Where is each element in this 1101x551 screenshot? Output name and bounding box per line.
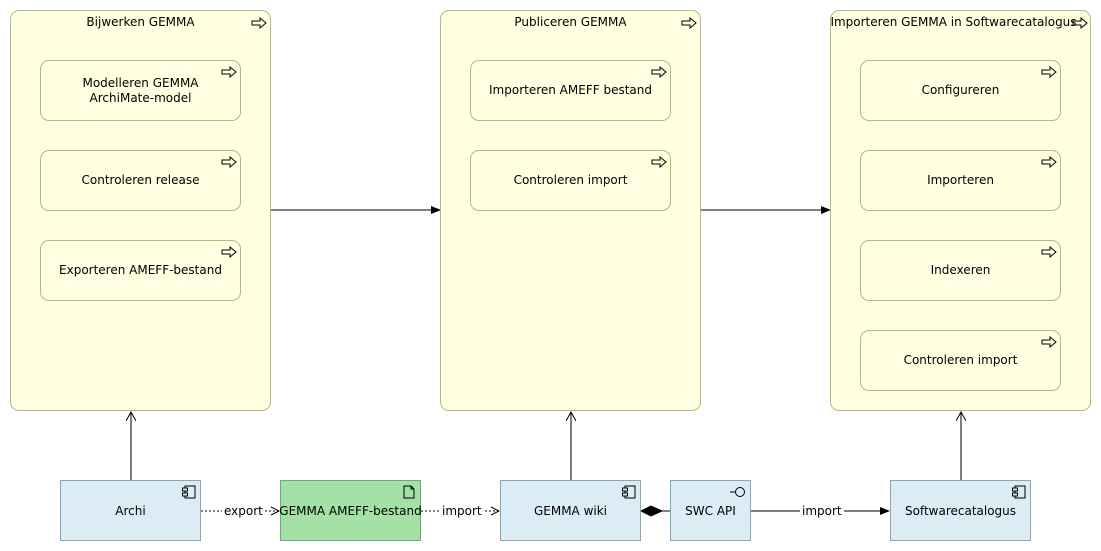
component-archi[interactable]: Archi	[60, 480, 201, 541]
process-arrow-icon	[651, 66, 667, 78]
step-label: Controleren import	[903, 353, 1018, 367]
step-label: Indexeren	[930, 263, 991, 277]
process-arrow-icon	[1041, 246, 1057, 258]
step-controleren-import-swc[interactable]: Controleren import	[860, 330, 1061, 391]
step-label: Controleren release	[81, 173, 200, 187]
component-label: Archi	[115, 503, 146, 518]
step-importeren[interactable]: Importeren	[860, 150, 1061, 211]
step-label: Configureren	[921, 83, 1000, 97]
flow-label-import: import	[440, 504, 484, 518]
interface-label: SWC API	[685, 503, 736, 518]
process-arrow-icon	[221, 246, 237, 258]
process-arrow-icon	[221, 66, 237, 78]
step-exporteren[interactable]: Exporteren AMEFF-bestand	[40, 240, 241, 301]
process-arrow-icon	[651, 156, 667, 168]
step-modelleren[interactable]: Modelleren GEMMA ArchiMate-model	[40, 60, 241, 121]
step-label: Controleren import	[513, 173, 628, 187]
process-arrow-icon	[681, 17, 697, 29]
process-arrow-icon	[251, 17, 267, 29]
component-icon	[1012, 485, 1026, 499]
composition-diamond	[639, 505, 664, 517]
interface-swc-api[interactable]: SWC API	[670, 480, 751, 541]
flow-label-import-api: import	[800, 504, 844, 518]
artifact-icon	[403, 485, 415, 499]
component-label: GEMMA wiki	[533, 503, 608, 518]
artifact-label: GEMMA AMEFF-bestand	[279, 503, 422, 518]
step-label: Exporteren AMEFF-bestand	[59, 263, 222, 277]
step-controleren-release[interactable]: Controleren release	[40, 150, 241, 211]
process-arrow-icon	[1072, 17, 1088, 29]
process-arrow-icon	[1041, 66, 1057, 78]
step-label: Importeren	[927, 173, 994, 187]
process-title: Bijwerken GEMMA	[86, 15, 195, 29]
component-gemma-wiki[interactable]: GEMMA wiki	[500, 480, 641, 541]
artifact-gemma-ameff[interactable]: GEMMA AMEFF-bestand	[279, 480, 422, 541]
process-arrow-icon	[1041, 336, 1057, 348]
step-label: Modelleren GEMMA ArchiMate-model	[82, 75, 199, 105]
interface-icon	[730, 487, 745, 497]
component-label: Softwarecatalogus	[904, 503, 1017, 518]
step-configureren[interactable]: Configureren	[860, 60, 1061, 121]
component-icon	[622, 485, 636, 499]
component-softwarecatalogus[interactable]: Softwarecatalogus	[890, 480, 1031, 541]
flow-label-export: export	[222, 504, 265, 518]
step-label: Importeren AMEFF bestand	[489, 83, 652, 97]
process-arrow-icon	[221, 156, 237, 168]
step-importeren-ameff[interactable]: Importeren AMEFF bestand	[470, 60, 671, 121]
step-indexeren[interactable]: Indexeren	[860, 240, 1061, 301]
process-arrow-icon	[1041, 156, 1057, 168]
component-icon	[182, 485, 196, 499]
process-title: Importeren GEMMA in Softwarecatalogus	[830, 15, 1077, 29]
process-title: Publiceren GEMMA	[514, 15, 627, 29]
step-controleren-import-wiki[interactable]: Controleren import	[470, 150, 671, 211]
